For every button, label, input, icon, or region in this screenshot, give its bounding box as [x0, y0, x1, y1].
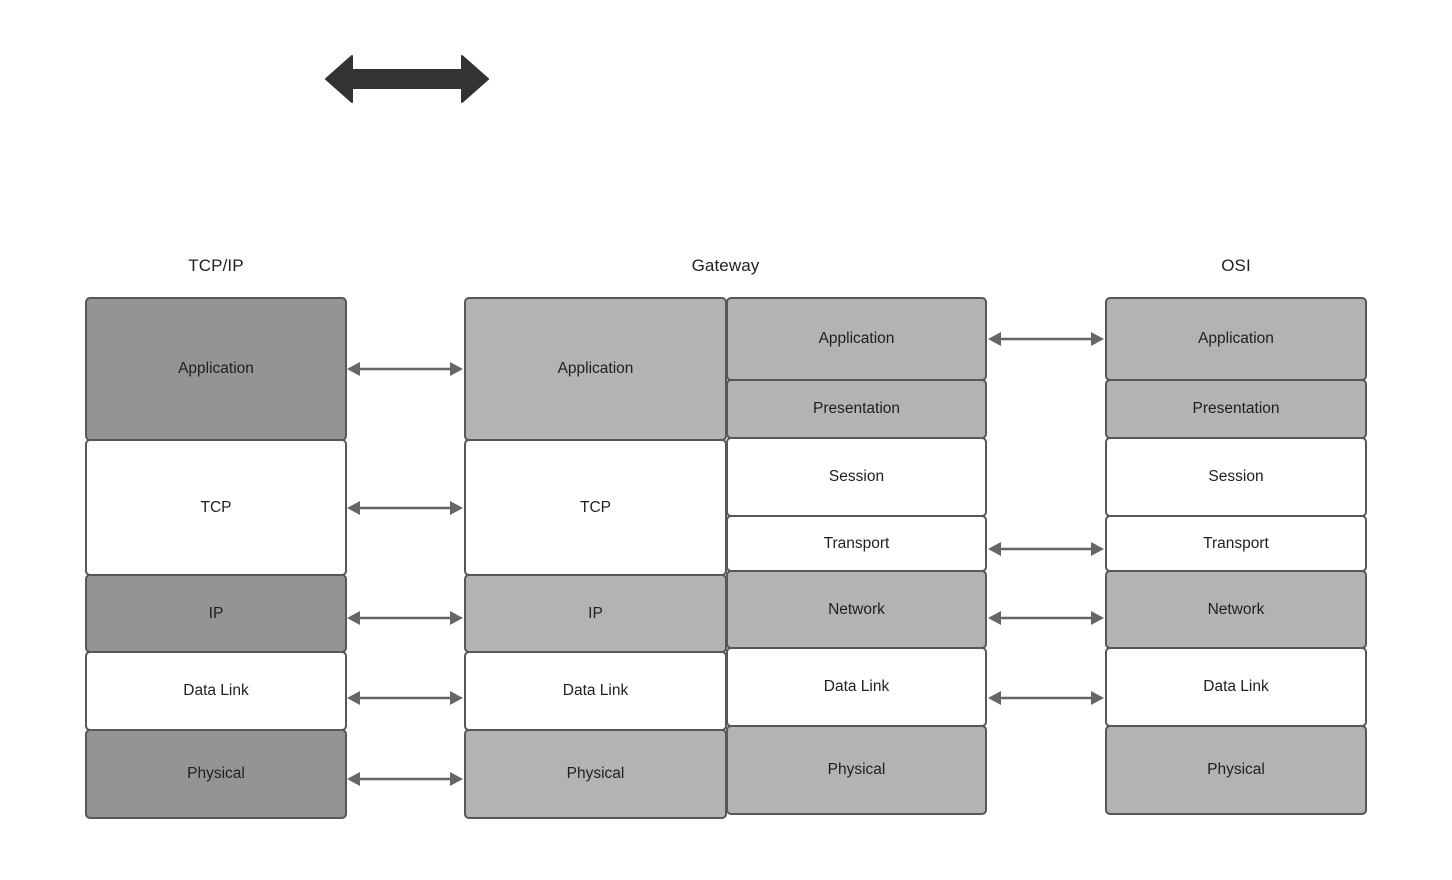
layer-label: Data Link	[823, 678, 890, 695]
layer-box-tcpip-ip: IP	[85, 574, 347, 653]
layer-box-gateway-right-application: Application	[726, 297, 987, 381]
layer-label: TCP	[580, 498, 611, 516]
layer-label: Application	[178, 360, 254, 377]
layer-label: Physical	[566, 765, 625, 782]
layer-box-gateway-left-tcp: TCP	[464, 439, 727, 576]
layer-box-osi-data-link: Data Link	[1105, 647, 1367, 727]
layer-box-gateway-right-network: Network	[726, 570, 987, 649]
connector-arrow-tcpip-gateway-3	[347, 691, 463, 705]
layer-label: Network	[1207, 600, 1265, 618]
layer-label: Session	[1208, 468, 1264, 485]
layer-box-gateway-left-data-link: Data Link	[464, 651, 727, 731]
layer-box-gateway-right-data-link: Data Link	[726, 647, 987, 727]
layer-box-osi-presentation: Presentation	[1105, 379, 1367, 439]
layer-label: Data Link	[562, 682, 629, 699]
connector-arrow-tcpip-gateway-1	[347, 501, 463, 515]
layer-box-osi-transport: Transport	[1105, 515, 1367, 572]
double-headed-arrow-icon	[322, 50, 492, 108]
layer-label: Physical	[1207, 761, 1265, 778]
layer-label: Data Link	[183, 682, 249, 699]
layer-label: TCP	[200, 498, 232, 516]
layer-box-gateway-right-physical: Physical	[726, 725, 987, 815]
layer-box-gateway-right-session: Session	[726, 437, 987, 517]
layer-box-osi-session: Session	[1105, 437, 1367, 517]
layer-label: Session	[828, 468, 885, 485]
layer-label: Presentation	[1192, 400, 1280, 417]
layer-box-gateway-right-transport: Transport	[726, 515, 987, 572]
connector-arrow-tcpip-gateway-4	[347, 772, 463, 786]
connector-arrow-tcpip-gateway-2	[347, 611, 463, 625]
layer-box-osi-physical: Physical	[1105, 725, 1367, 815]
column-header-gateway: Gateway	[691, 256, 760, 275]
layer-box-gateway-right-presentation: Presentation	[726, 379, 987, 439]
layer-box-tcpip-physical: Physical	[85, 729, 347, 819]
layer-box-gateway-left-physical: Physical	[464, 729, 727, 819]
layer-label: Data Link	[1203, 678, 1269, 695]
column-header-tcpip: TCP/IP	[188, 256, 244, 275]
layer-label: IP	[588, 604, 603, 622]
layer-label: Application	[1198, 330, 1274, 347]
layer-label: Transport	[823, 534, 890, 552]
layer-box-osi-application: Application	[1105, 297, 1367, 381]
layer-label: Application	[557, 360, 634, 377]
layer-label: Physical	[187, 765, 245, 782]
layer-label: IP	[208, 604, 224, 622]
connector-arrow-tcpip-gateway-0	[347, 362, 463, 376]
layer-box-tcpip-application: Application	[85, 297, 347, 441]
connector-arrow-gateway-osi-3	[988, 691, 1104, 705]
layer-box-tcpip-tcp: TCP	[85, 439, 347, 576]
connector-arrow-gateway-osi-2	[988, 611, 1104, 625]
column-header-osi: OSI	[1221, 256, 1251, 275]
layer-label: Presentation	[812, 400, 901, 417]
layer-label: Physical	[827, 761, 886, 778]
layer-box-osi-network: Network	[1105, 570, 1367, 649]
connector-arrow-gateway-osi-0	[988, 332, 1104, 346]
connector-arrow-gateway-osi-1	[988, 542, 1104, 556]
layer-label: Application	[818, 330, 895, 347]
layer-box-gateway-left-ip: IP	[464, 574, 727, 653]
layer-label: Network	[828, 600, 885, 618]
layer-box-gateway-left-application: Application	[464, 297, 727, 441]
layer-box-tcpip-data-link: Data Link	[85, 651, 347, 731]
layer-label: Transport	[1203, 534, 1269, 552]
